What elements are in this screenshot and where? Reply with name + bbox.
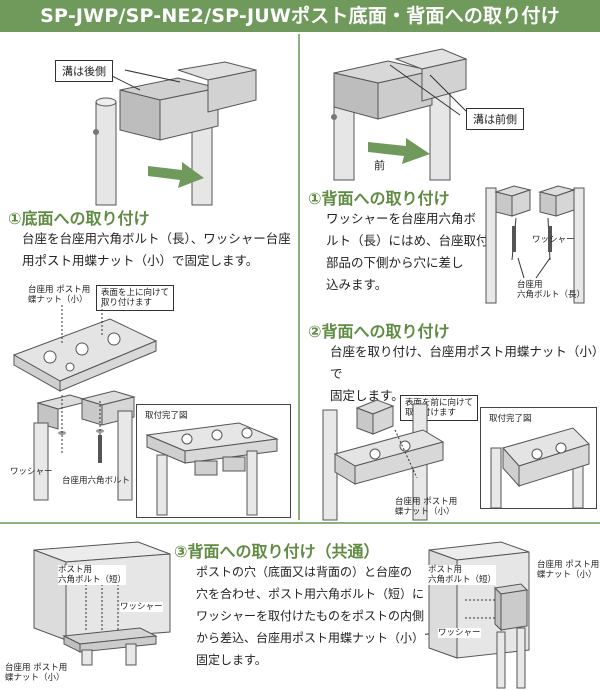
completed-figure-bottom: 取付完了図 [136,404,291,518]
post-bolt-short-label-r: ポスト用 六角ボルト（短） [428,565,497,585]
page-title: SP-JWP/SP-NE2/SP-JUWポスト底面・背面への取り付け [0,0,600,32]
front-label: 前 [374,159,385,172]
post-top-left-illustration [93,61,257,206]
section-heading-back-mount-1: ①背面への取り付け [308,189,450,208]
section-body-back-mount-2: 台座を取り付け、台座用ポスト用蝶ナット（小）で 固定します。 [330,344,599,403]
section-heading-bottom-mount: ①底面への取り付け [8,209,150,228]
washer-label-back: ワッシャー [532,235,575,245]
groove-front-callout: 溝は前側 [466,108,524,130]
completed-figure-label-back: 取付完了図 [489,414,532,424]
completed-figure-back: 取付完了図 [480,407,597,509]
butterfly-nut-label-common: 台座用 ポスト用 蝶ナット（小） [5,663,68,683]
back-mount-exploded-illustration [322,399,445,521]
long-bolt-label: 台座用六角ボルト（長） [62,476,156,486]
groove-back-callout: 溝は後側 [55,60,113,82]
post-box-back-illustration [428,541,530,689]
completed-bottom-illustration [145,422,279,516]
section-body-bottom-mount: 台座を台座用六角ボルト（長）、ワッシャー台座 用ポスト用蝶ナット（小）で固定しま… [22,231,291,268]
direction-arrow [148,162,204,188]
section-heading-common: ③背面への取り付け（共通） [174,542,380,561]
bottom-mount-exploded-illustration [12,305,158,501]
butterfly-nut-label: 台座用 ポスト用 蝶ナット（小） [28,285,91,305]
butterfly-nut-label-back: 台座用 ポスト用 蝶ナット（小） [395,497,458,517]
long-bolt-label-back: 台座用 六角ボルト（長） [517,280,586,300]
completed-figure-label: 取付完了図 [145,411,188,421]
completed-back-illustration [490,427,590,509]
washer-label-common: ワッシャー [120,602,163,612]
section-body-back-mount-1: ワッシャーを台座用六角ボ ルト（長）にはめ、台座取付 部品の下側から穴に差し 込… [326,211,489,292]
butterfly-nut-label-r: 台座用 ポスト用 蝶ナット（小） [537,560,600,580]
direction-arrow-front [368,138,430,164]
section-heading-back-mount-2: ②背面への取り付け [308,322,450,341]
section-divider-vertical [298,34,300,520]
post-top-right-illustration [331,48,471,181]
washer-label: ワッシャー [10,467,53,477]
face-up-callout: 表面を上に向けて 取り付けます [96,285,175,311]
section-body-common: ポストの穴（底面又は背面の）と台座の 穴を合わせ、ポスト用六角ボルト（短）に ワ… [196,565,437,667]
back-mount-bolt-illustration [485,185,585,304]
post-box-bottom-illustration [33,541,171,666]
section-divider-horizontal [0,522,600,524]
washer-label-r: ワッシャー [438,628,481,638]
post-bolt-short-label: ポスト用 六角ボルト（短） [58,565,127,585]
